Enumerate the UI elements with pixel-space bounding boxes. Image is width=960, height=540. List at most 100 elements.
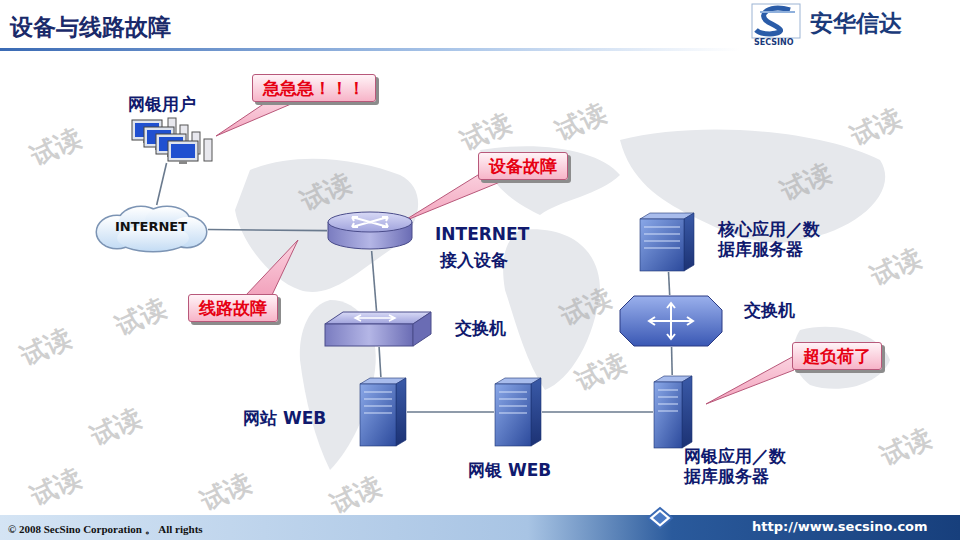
watermark: 试读 [775, 156, 837, 210]
graphic-part [396, 378, 406, 446]
device-label: 核心应用／数据库服务器 [718, 219, 825, 260]
server-node: 网站 WEB [360, 378, 406, 446]
switchR-icon [620, 296, 722, 346]
watermark: 试读 [570, 346, 632, 400]
alert-callout: 线路故障 [188, 294, 278, 322]
footer-url: http://www.secsino.com [752, 519, 928, 534]
graphic-part [171, 144, 195, 158]
callout-text: 超负荷了 [803, 346, 871, 366]
graphic-part [246, 240, 298, 295]
server-node: 网银应用／数据库服务器 [654, 376, 692, 448]
graphic-part [235, 159, 418, 292]
graphic-part [499, 406, 527, 407]
watermark: 试读 [15, 321, 77, 375]
device-label: INTERNET [435, 224, 529, 244]
callout-tails [216, 101, 794, 404]
network-link [671, 347, 673, 375]
switch-node: 交换机 [620, 296, 722, 346]
graphic-part [620, 296, 722, 346]
device-label: 接入设备 [440, 250, 508, 270]
graphic-part [658, 390, 678, 391]
network-link [379, 347, 381, 377]
footer-band [0, 515, 960, 540]
watermark: 试读 [25, 461, 87, 515]
graphic-part [325, 324, 413, 346]
graphic-part [495, 384, 531, 446]
graphic-part [653, 512, 667, 524]
device-label: 网银 WEB [468, 460, 551, 480]
router-icon [328, 212, 412, 250]
graphic-part [752, 4, 800, 38]
graphic-part [364, 392, 392, 393]
watermark: 试读 [845, 101, 907, 155]
graphic-part [760, 11, 795, 13]
graphic-part [364, 399, 392, 400]
graphic-part [658, 404, 678, 405]
cloud-label: INTERNET [95, 219, 207, 234]
graphic-part [531, 378, 541, 446]
graphic-part [364, 406, 392, 407]
network-link [208, 230, 327, 231]
alert-callout: 急急急！！！ [252, 74, 376, 102]
graphic-part [682, 376, 692, 448]
graphic-part [684, 213, 694, 271]
watermark: 试读 [110, 291, 172, 345]
graphic-part [360, 384, 396, 446]
graphic-part [648, 508, 672, 528]
user-group: 网银用户 [132, 118, 212, 162]
graphic-part [216, 101, 298, 136]
watermark: 试读 [550, 96, 612, 150]
logo-name: 安华信达 [810, 8, 902, 39]
watermark: 试读 [295, 166, 357, 220]
server-icon [360, 378, 406, 446]
device-label: 网银应用／数据库服务器 [684, 446, 791, 487]
graphic-part [355, 315, 395, 321]
watermark: 试读 [875, 421, 937, 475]
server-icon [640, 213, 694, 271]
logo-mark [752, 4, 800, 38]
alert-callout: 设备故障 [478, 152, 568, 180]
device-label: 网站 WEB [243, 408, 326, 428]
internet-cloud: INTERNET [95, 206, 207, 252]
switchL-icon [325, 312, 431, 346]
callout-text: 线路故障 [199, 298, 267, 318]
watermark: 试读 [865, 241, 927, 295]
slide-title: 设备与线路故障 [10, 12, 171, 43]
graphic-part [328, 212, 412, 232]
server-node: 核心应用／数据库服务器 [640, 213, 694, 271]
graphic-part [644, 234, 680, 235]
header-rule [0, 48, 740, 51]
graphic-part [640, 219, 684, 271]
graphic-part [204, 139, 212, 161]
users-icon [132, 118, 212, 162]
device-label: 交换机 [455, 318, 506, 338]
watermark: 试读 [325, 469, 387, 523]
graphic-part [706, 356, 794, 404]
graphic-part [644, 227, 680, 228]
watermark: 试读 [85, 401, 147, 455]
alert-callout: 超负荷了 [792, 342, 882, 370]
copyright-note: © 2008 SecSino Corporation 。 All rights [8, 522, 203, 537]
server-icon [654, 376, 692, 448]
graphic-part [179, 161, 187, 164]
watermark: 试读 [195, 466, 257, 520]
device-label: 网银用户 [128, 94, 196, 114]
graphic-part [654, 382, 682, 448]
logo-wordmark: SECSINO [754, 38, 793, 47]
callout-text: 设备故障 [489, 156, 557, 176]
graphic-part [499, 413, 527, 414]
graphic-part [364, 413, 392, 414]
graphic-part [658, 411, 678, 412]
graphic-part [644, 241, 680, 242]
server-icon [495, 378, 541, 446]
watermark: 试读 [555, 281, 617, 335]
network-link [157, 163, 167, 205]
graphic-part [649, 303, 693, 339]
graphic-part [413, 312, 431, 346]
footer-diamond [648, 508, 672, 528]
callout-text: 急急急！！！ [263, 78, 365, 98]
graphic-part [168, 141, 198, 161]
network-link [669, 272, 670, 295]
graphic-part [658, 397, 678, 398]
